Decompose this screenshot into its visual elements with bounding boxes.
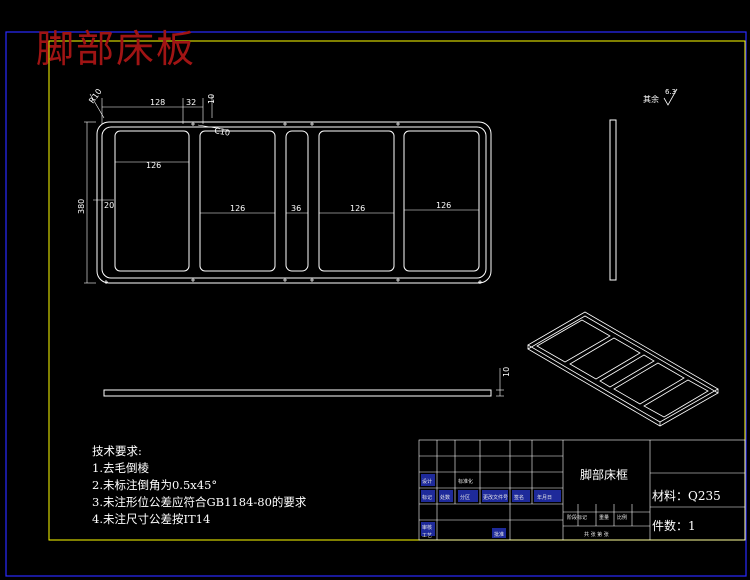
roughness-value: 6.3 [665, 88, 676, 96]
title-block-cell-fills [421, 474, 561, 538]
plan-dimension-texts: 128 32 10 R10 C10 380 20 126 126 36 126 … [77, 87, 451, 214]
dim-32: 32 [186, 98, 196, 107]
tech-req-heading: 技术要求: [92, 444, 142, 458]
mounting-marks [104, 122, 482, 284]
dim-10-side: 10 [502, 367, 511, 377]
tb-label-stage: 阶段标记 [567, 515, 588, 521]
tb-label-marker: 标记 [422, 495, 433, 501]
side-view [609, 119, 617, 281]
title-block-grid [418, 439, 746, 541]
isometric-view [527, 311, 719, 427]
plan-dimensions [84, 93, 479, 284]
tb-label-weight: 重量 [599, 515, 610, 521]
bottom-view [103, 368, 504, 397]
dim-126-b: 126 [230, 204, 245, 213]
dim-r10: R10 [87, 87, 103, 105]
tech-req-item: 1.去毛倒棱 [92, 461, 149, 475]
tb-label-count: 处数 [440, 495, 451, 501]
material-label: 材料：Q235 [652, 489, 721, 503]
opening-2 [199, 130, 276, 272]
dim-126-a: 126 [146, 161, 161, 170]
dim-126-d: 126 [436, 201, 451, 210]
tb-label-review: 审核 [422, 525, 433, 531]
roughness-label: 其余 [643, 94, 659, 104]
opening-4 [318, 130, 395, 272]
opening-3 [285, 130, 309, 272]
inner-frame [48, 40, 746, 541]
dim-overall-height: 380 [77, 199, 86, 214]
technical-requirements: 技术要求: 1.去毛倒棱 2.未标注倒角为0.5x45° 3.未注形位公差应符合… [92, 443, 306, 528]
tb-label-design: 设计 [422, 479, 433, 485]
dim-c10: C10 [214, 126, 231, 138]
tech-req-item: 3.未注形位公差应符合GB1184-80的要求 [92, 495, 307, 509]
dim-36: 36 [291, 204, 301, 213]
dim-20: 20 [104, 201, 114, 210]
part-name: 脚部床框 [580, 468, 629, 482]
drawing-watermark-title: 脚部床板 [36, 27, 197, 71]
tb-label-standard: 标准化 [458, 479, 474, 485]
tb-label-signature: 签名 [514, 495, 525, 501]
quantity-label: 件数：1 [652, 519, 696, 533]
tb-label-process: 工艺 [422, 533, 433, 539]
tb-label-zone: 分区 [460, 495, 471, 501]
tb-label-approve: 批准 [494, 532, 505, 538]
frame-inner-outline [101, 126, 487, 279]
plan-view [96, 121, 492, 284]
tb-label-scale: 比例 [617, 515, 628, 521]
tech-req-item: 4.未注尺寸公差按IT14 [92, 512, 211, 526]
outer-border [5, 31, 747, 577]
tb-label-change-doc: 更改文件号 [483, 495, 509, 501]
dim-128: 128 [150, 98, 165, 107]
tech-req-item: 2.未标注倒角为0.5x45° [92, 478, 218, 492]
tb-label-date: 年月日 [537, 495, 553, 501]
roughness-symbol [663, 88, 678, 106]
dim-10-top: 10 [207, 94, 216, 104]
opening-5 [403, 130, 480, 272]
tb-label-sheets: 共 张 第 张 [584, 532, 609, 538]
opening-1 [114, 130, 190, 272]
dim-126-c: 126 [350, 204, 365, 213]
frame-outer-outline [96, 121, 492, 284]
